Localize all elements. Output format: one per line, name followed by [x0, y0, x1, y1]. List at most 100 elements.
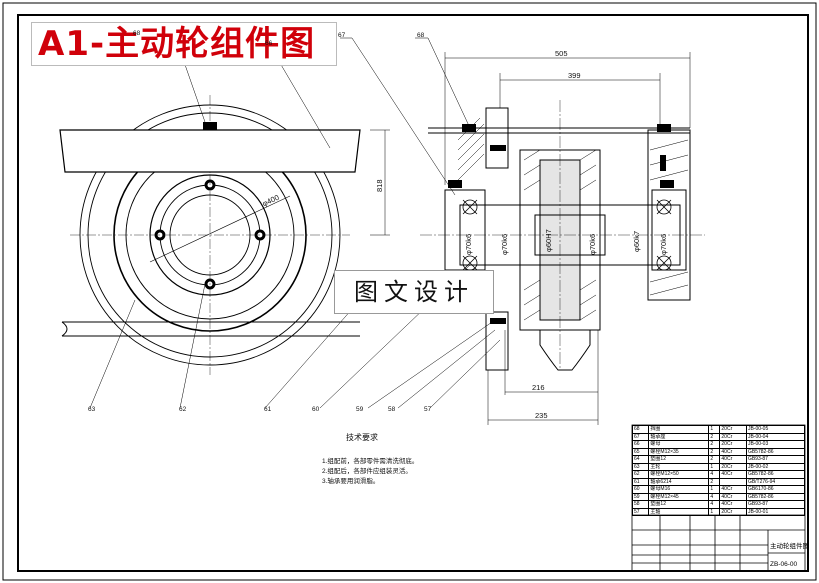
tech-note-2: 2.组配后，各部件应组装灵活。 [322, 468, 412, 475]
bom-cell: 40Cr [719, 470, 747, 479]
dim-399: 399 [568, 71, 581, 80]
dimension-lines-right [444, 52, 691, 425]
bom-cell: 4 [708, 470, 721, 479]
callout-59: 59 [356, 406, 364, 413]
bom-cell: GB5782-86 [745, 447, 806, 456]
dim-phi60h7: φ60H7 [544, 229, 553, 252]
dim-phi70k6-a: φ70k6 [464, 233, 473, 255]
callout-62: 62 [179, 406, 187, 413]
bom-cell: 螺栓M12×50 [648, 470, 710, 479]
top-track-beam [59, 129, 361, 173]
bom-cell: 1 [708, 507, 721, 516]
bom-cell: 40Cr [719, 447, 747, 456]
bom-cell: 4 [708, 500, 721, 509]
dim-235: 235 [535, 411, 548, 420]
wheel-section-view [420, 100, 705, 371]
bom-cell: 57 [631, 507, 650, 516]
bom-cell: GB5782-86 [745, 492, 806, 501]
title-block-code: ZB-06-00 [770, 561, 798, 568]
bom-cell: 挡圈 [648, 425, 710, 434]
bom-cell: 轴承座 [648, 432, 710, 441]
bom-cell: 20Cr [719, 432, 747, 441]
section-bolts [448, 124, 674, 324]
dim-818: 818 [375, 179, 384, 192]
callout-57: 57 [424, 406, 432, 413]
bom-cell: 2 [708, 477, 721, 486]
dim-phi60k7: φ60k7 [632, 230, 641, 252]
bom-cell: 62 [631, 470, 650, 479]
bom-cell: 主轮 [648, 462, 710, 471]
bom-cell: 40Cr [719, 500, 747, 509]
dim-phi70k6-c: φ70k6 [659, 233, 668, 255]
tech-note-3: 3.轴承要用润滑脂。 [322, 478, 380, 485]
bom-cell: 2 [708, 440, 721, 449]
callout-66: 66 [265, 40, 273, 47]
callout-68-left: 68 [133, 30, 141, 37]
bom-cell: 垫圈12 [648, 455, 710, 464]
leader-lines-left [89, 35, 361, 409]
bom-cell: GB6170-86 [745, 485, 806, 494]
drawing-title: A1-主动轮组件图 [31, 22, 337, 66]
title-block-name: 主动轮组件图 [770, 543, 809, 550]
leader-lines-right [319, 37, 501, 409]
bom-cell: 60 [631, 485, 650, 494]
tech-note-1: 1.组配前，各部零件需清洗彻底。 [322, 458, 419, 465]
bom-cell: 螺母 [648, 440, 710, 449]
bom-cell: 1 [708, 485, 721, 494]
bom-cell: 主轴 [648, 507, 710, 516]
bom-cell: GB5782-86 [745, 470, 806, 479]
bom-cell: 垫圈12 [648, 500, 710, 509]
dim-216: 216 [532, 383, 545, 392]
bom-cell: 螺栓M12×45 [648, 492, 710, 501]
bom-cell: 2 [708, 432, 721, 441]
bom-cell: 40Cr [719, 455, 747, 464]
bom-cell: 轴承6214 [648, 477, 710, 486]
watermark: 图文设计 [334, 270, 494, 314]
bom-cell: 68 [631, 425, 650, 434]
tech-requirements-title: 技术要求 [346, 433, 378, 442]
bom-cell: 20Cr [719, 425, 747, 434]
bom-cell: 40Cr [719, 485, 747, 494]
callout-63: 63 [88, 406, 96, 413]
bom-cell [719, 477, 747, 486]
bom-cell: 40Cr [719, 492, 747, 501]
bom-cell: JB-00-01 [745, 507, 806, 516]
callout-68-right: 68 [417, 32, 425, 39]
bom-cell: 1 [708, 425, 721, 434]
callout-58: 58 [388, 406, 396, 413]
bom-cell: 64 [631, 455, 650, 464]
bom-cell: 58 [631, 500, 650, 509]
track-bolt [203, 122, 217, 130]
bom-cell: 2 [708, 447, 721, 456]
bom-cell: GB93-87 [745, 455, 806, 464]
dim-505: 505 [555, 49, 568, 58]
bom-cell: 1 [708, 462, 721, 471]
inner-border [17, 14, 809, 572]
bom-cell: 63 [631, 462, 650, 471]
dim-phi70k6-d: φ70k6 [588, 233, 597, 255]
callout-67: 67 [338, 32, 346, 39]
bom-cell: JB-00-05 [745, 425, 806, 434]
callout-60: 60 [312, 406, 320, 413]
bom-cell: 65 [631, 447, 650, 456]
bom-cell: 20Cr [719, 440, 747, 449]
bom-cell: 4 [708, 492, 721, 501]
callout-61: 61 [264, 406, 272, 413]
bom-cell: JB-00-04 [745, 432, 806, 441]
bom-cell: 66 [631, 440, 650, 449]
dim-phi70k6-b: φ70k6 [500, 233, 509, 255]
